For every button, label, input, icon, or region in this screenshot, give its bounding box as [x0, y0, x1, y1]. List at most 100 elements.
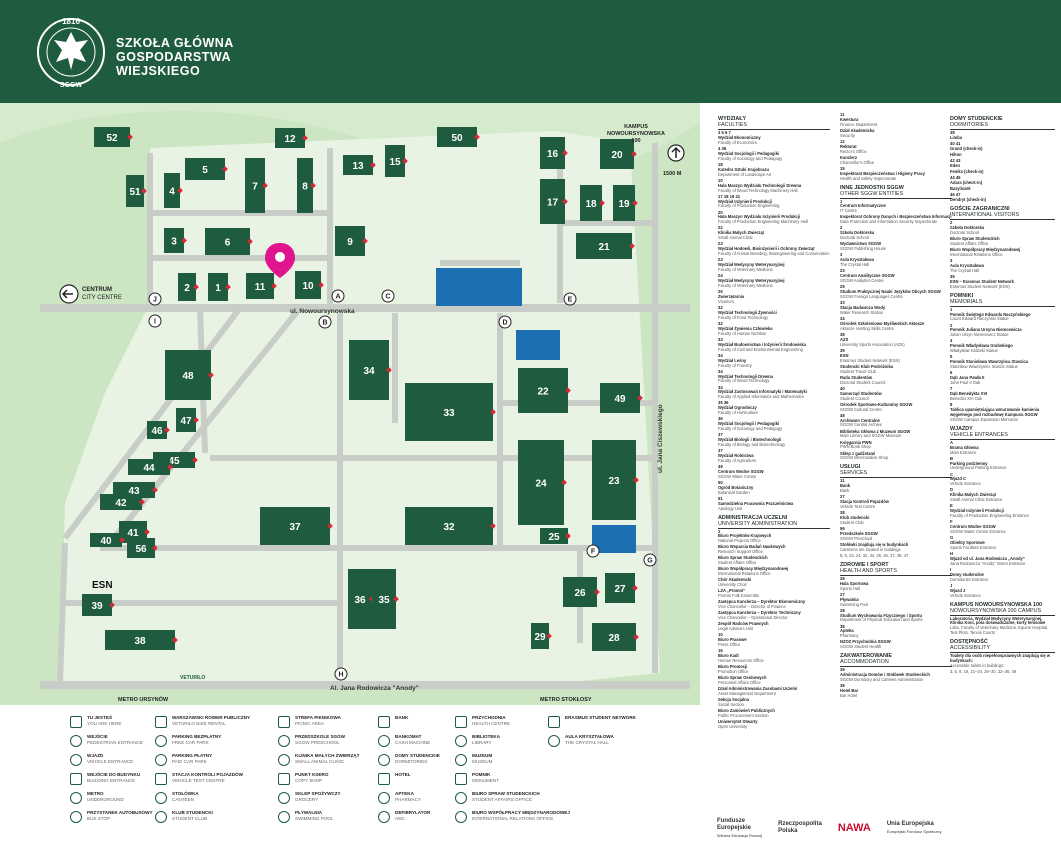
- building-2[interactable]: [178, 273, 196, 301]
- building-9[interactable]: [335, 226, 365, 256]
- logo-nawa: NAWA: [837, 821, 871, 834]
- legend-icon: [70, 792, 82, 804]
- building-35[interactable]: [372, 569, 396, 629]
- building-19[interactable]: [613, 185, 635, 221]
- building-25[interactable]: [540, 528, 568, 544]
- street-label-rodowicza: Al. Jana Rodowicza "Anody": [330, 685, 419, 692]
- building-label-28: 28: [608, 633, 620, 644]
- building-56[interactable]: [127, 538, 155, 558]
- building-49[interactable]: [600, 383, 640, 413]
- building-5[interactable]: [185, 158, 225, 180]
- building-12[interactable]: [275, 128, 305, 148]
- building-27[interactable]: [605, 573, 635, 603]
- building-47[interactable]: [176, 408, 196, 432]
- building-entrance-39: [109, 602, 115, 608]
- gate-marker-e[interactable]: [563, 292, 577, 306]
- legend-icon: [378, 754, 390, 766]
- building-entrance-26: [594, 589, 600, 595]
- building-entrance-40: [119, 537, 125, 543]
- building-37[interactable]: [260, 507, 330, 545]
- building-38[interactable]: [105, 630, 175, 650]
- building-7[interactable]: [245, 158, 265, 213]
- building-label-20: 20: [611, 150, 623, 161]
- gate-marker-h[interactable]: [334, 667, 348, 681]
- building-32[interactable]: [405, 507, 493, 545]
- gate-marker-f[interactable]: [586, 544, 600, 558]
- building-label-2: 2: [184, 283, 190, 294]
- gate-marker-j[interactable]: [148, 292, 162, 306]
- index-section-title: ZAKWATEROWANIE: [840, 653, 893, 660]
- building-48[interactable]: [165, 350, 211, 400]
- building-18[interactable]: [580, 185, 602, 221]
- building-33[interactable]: [405, 383, 493, 441]
- building-44[interactable]: [128, 459, 170, 475]
- building-entrance-24: [561, 479, 567, 486]
- parking-area-test-centre[interactable]: [592, 525, 636, 553]
- building-entrance-23: [633, 477, 639, 483]
- parking-area-clinic[interactable]: [516, 330, 560, 360]
- building-51[interactable]: [126, 175, 144, 207]
- metro-stoklosy-label: METRO STOKŁOSY: [540, 697, 592, 703]
- building-50[interactable]: [437, 127, 477, 147]
- building-3[interactable]: [164, 228, 184, 253]
- building-4[interactable]: [164, 173, 180, 208]
- gate-marker-g[interactable]: [643, 553, 657, 567]
- building-41[interactable]: [119, 521, 147, 543]
- building-34[interactable]: [349, 340, 389, 400]
- building-22[interactable]: [518, 368, 568, 413]
- building-28[interactable]: [592, 623, 636, 651]
- building-label-48: 48: [182, 371, 194, 382]
- building-23[interactable]: [592, 440, 636, 520]
- building-1[interactable]: [208, 273, 228, 301]
- building-52[interactable]: [94, 127, 130, 147]
- building-label-34: 34: [363, 366, 375, 377]
- building-6[interactable]: [205, 228, 250, 255]
- building-40[interactable]: [90, 533, 122, 547]
- index-section-title: GOŚCIE ZAGRANICZNI: [950, 206, 1010, 213]
- gate-marker-b[interactable]: [318, 315, 332, 329]
- parking-area-main[interactable]: [436, 268, 522, 306]
- gate-marker-c[interactable]: [381, 289, 395, 303]
- gate-marker-a[interactable]: [331, 289, 345, 303]
- building-17[interactable]: [540, 179, 565, 224]
- gate-marker-d[interactable]: [498, 315, 512, 329]
- building-46[interactable]: [147, 421, 167, 439]
- building-42[interactable]: [100, 494, 142, 510]
- building-label-44: 44: [143, 463, 155, 474]
- building-label-13: 13: [352, 161, 364, 172]
- legend-icon: [548, 716, 560, 728]
- building-24[interactable]: [518, 440, 564, 525]
- building-26[interactable]: [563, 577, 597, 607]
- building-11[interactable]: [246, 273, 274, 299]
- building-29[interactable]: [531, 623, 549, 649]
- building-10[interactable]: [295, 271, 321, 299]
- building-36[interactable]: [348, 569, 372, 629]
- building-8[interactable]: [297, 158, 313, 213]
- building-20[interactable]: [600, 139, 634, 169]
- building-15[interactable]: [385, 145, 405, 177]
- building-21[interactable]: [576, 233, 632, 259]
- building-39[interactable]: [82, 594, 112, 616]
- gate-marker-i[interactable]: [148, 314, 162, 328]
- campus-map[interactable]: ul. Nowoursynowska Al. Jana Rodowicza "A…: [0, 103, 700, 705]
- building-13[interactable]: [343, 155, 373, 175]
- building-label-11: 11: [255, 282, 266, 293]
- building-16[interactable]: [540, 137, 565, 169]
